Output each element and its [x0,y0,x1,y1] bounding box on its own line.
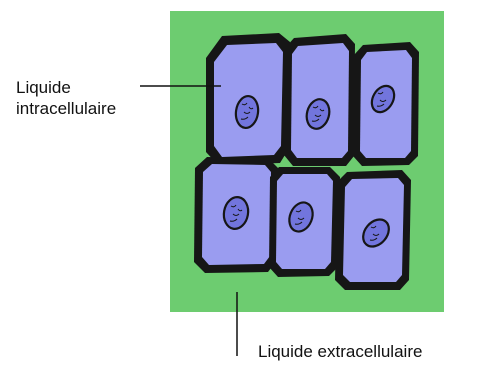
intracellular-fluid-label: Liquide intracellulaire [16,77,116,119]
intracellular-label-line1: Liquide [16,77,116,98]
cell-top-left [206,33,290,165]
cell-bottom-right [335,170,411,290]
cell-bottom-left [194,157,278,273]
extracellular-fluid-label: Liquide extracellulaire [258,341,422,362]
cell-bottom-middle [269,167,340,277]
intracellular-label-line2: intracellulaire [16,98,116,119]
cell-top-middle [284,34,355,166]
cell-top-right [353,42,419,166]
